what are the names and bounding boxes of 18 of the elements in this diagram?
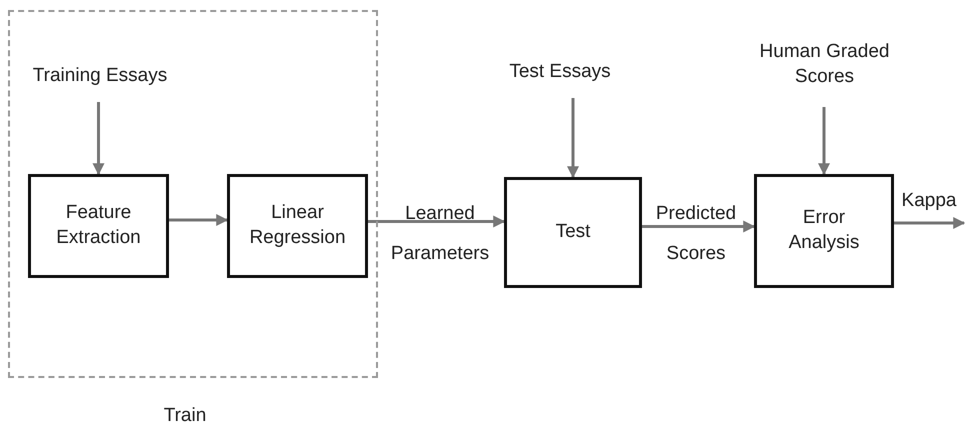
arrow (169, 214, 228, 226)
arrow (368, 216, 506, 228)
group-heading: Train (162, 404, 208, 428)
arrow (92, 102, 104, 176)
input-label: Human Graded Scores (758, 40, 890, 89)
input-label: Training Essays (32, 64, 168, 88)
edge-label: Learned Parameters (390, 202, 490, 266)
process-box: Feature Extraction (28, 174, 169, 278)
process-box: Linear Regression (227, 174, 368, 278)
edge-label: Predicted Scores (654, 202, 738, 266)
arrow (894, 217, 966, 229)
arrow (818, 107, 830, 176)
process-box: Test (504, 177, 642, 288)
arrow (567, 98, 579, 178)
input-label: Test Essays (509, 60, 611, 84)
process-box: Error Analysis (754, 174, 894, 288)
arrow (642, 220, 756, 232)
edge-label: Kappa (900, 189, 958, 213)
